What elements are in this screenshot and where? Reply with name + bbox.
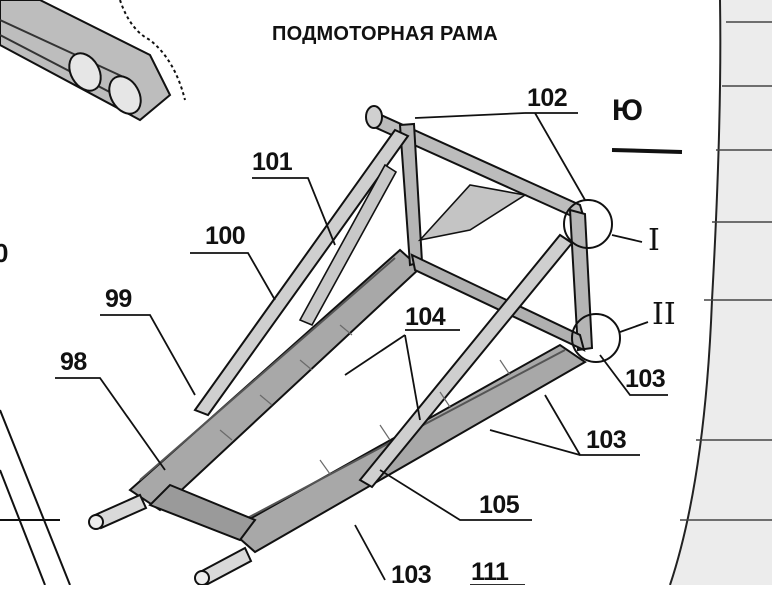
direction-label: Ю	[612, 94, 643, 127]
detail-circle-1	[563, 199, 613, 249]
callout-97: 98	[60, 348, 87, 376]
diagram-title: ПОДМОТОРНАЯ РАМА	[272, 23, 498, 45]
callout-102: 103	[625, 365, 666, 393]
callout-98: 99	[105, 285, 132, 313]
engine-frame	[88, 105, 621, 585]
callout-103-right: 103	[586, 426, 627, 454]
callout-104: 104	[405, 303, 446, 331]
left-guide-lines	[0, 409, 71, 585]
direction-arrow	[611, 148, 683, 154]
rear-brace	[417, 184, 528, 242]
detail-circle-2	[571, 313, 621, 363]
callout-111: 111	[471, 558, 509, 586]
detail-label-i: I	[648, 223, 660, 258]
callout-101: 102	[527, 84, 568, 112]
detail-label-ii: II	[652, 297, 676, 332]
callout-100: 101	[252, 148, 293, 176]
front-mount-pins	[88, 493, 253, 585]
callout-103-bottom: 103	[391, 561, 432, 589]
callout-105: 105	[479, 491, 520, 519]
edge-callout-fragment: 0	[0, 238, 9, 268]
left-diagonal-strut	[193, 128, 410, 417]
callout-99: 100	[205, 222, 246, 250]
lower-rear-cross	[410, 253, 586, 352]
page-edge-panel	[670, 0, 772, 585]
panel-ruling	[680, 21, 772, 521]
adjacent-assembly	[0, 0, 186, 122]
front-cross-member	[148, 483, 257, 542]
leader-lines	[55, 112, 668, 585]
